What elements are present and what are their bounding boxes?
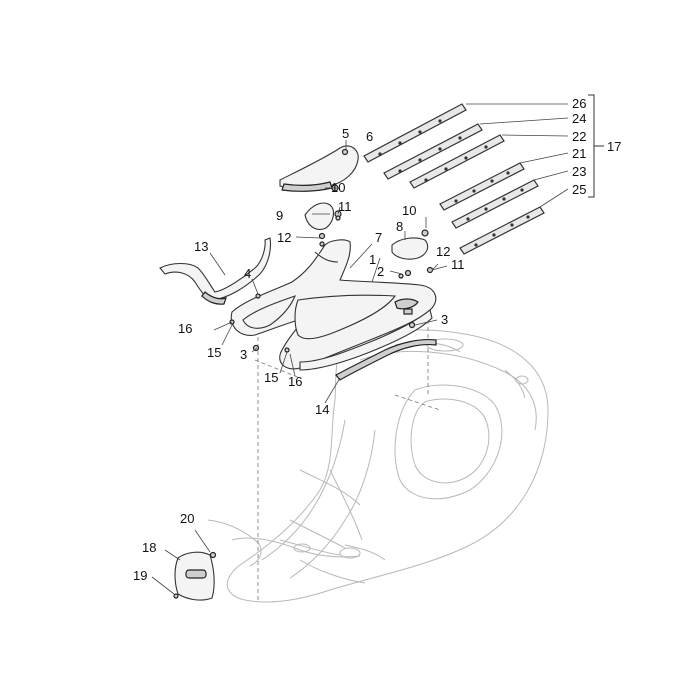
group-bracket (588, 94, 604, 198)
callout-20: 20 (180, 511, 194, 526)
callout-26: 26 (572, 96, 586, 111)
callout-18: 18 (142, 540, 156, 555)
callout-17: 17 (607, 139, 621, 154)
rails (363, 103, 545, 255)
leader-lines (151, 103, 569, 595)
callout-24: 24 (572, 111, 586, 126)
scooter-body-outline (207, 329, 549, 603)
floorboard-part (230, 239, 437, 371)
callout-10: 10 (402, 203, 416, 218)
front-mat-part (174, 551, 215, 601)
callout-12: 12 (277, 230, 291, 245)
callout-6: 6 (366, 129, 373, 144)
callout-10: 10 (331, 180, 345, 195)
callout-2: 2 (377, 264, 384, 279)
alignment-lines (254, 320, 441, 600)
callout-22: 22 (572, 129, 586, 144)
callout-1: 1 (369, 252, 376, 267)
callout-16: 16 (288, 374, 302, 389)
callout-8: 8 (396, 219, 403, 234)
callout-13: 13 (194, 239, 208, 254)
callout-23: 23 (572, 164, 586, 179)
rail-studs (378, 119, 530, 247)
callout-7: 7 (375, 230, 382, 245)
callout-25: 25 (572, 182, 586, 197)
callout-14: 14 (315, 402, 329, 417)
pad-part (391, 237, 429, 260)
callout-3: 3 (240, 347, 247, 362)
callout-labels: 1 2 3 3 4 5 6 7 8 9 10 10 11 11 12 12 13… (133, 96, 621, 583)
callout-12: 12 (436, 244, 450, 259)
callout-15: 15 (207, 345, 221, 360)
tunnel-cover-part (279, 145, 359, 192)
callout-11: 11 (338, 199, 352, 214)
cap-part (304, 202, 342, 231)
callout-4: 4 (244, 266, 251, 281)
callout-19: 19 (133, 568, 147, 583)
callout-5: 5 (342, 126, 349, 141)
right-side-trim-part (335, 338, 437, 381)
callout-3: 3 (441, 312, 448, 327)
callout-21: 21 (572, 146, 586, 161)
callout-15: 15 (264, 370, 278, 385)
left-side-trim-part (159, 237, 272, 305)
callout-11: 11 (451, 257, 465, 272)
callout-9: 9 (276, 208, 283, 223)
callout-16: 16 (178, 321, 192, 336)
